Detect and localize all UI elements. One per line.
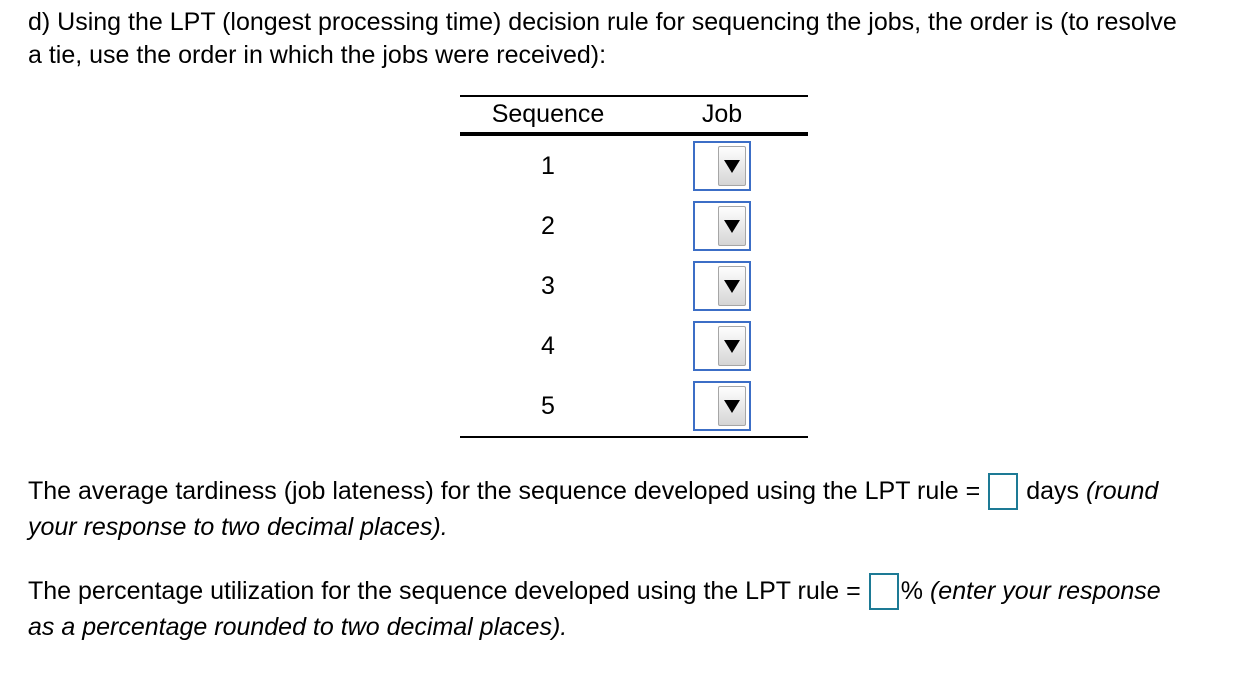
tardiness-input[interactable] [988, 472, 1019, 510]
tardiness-note-end: your response to two decimal places). [28, 513, 448, 541]
utilization-text: The percentage utilization for the seque… [28, 576, 861, 605]
table-row: 5 [460, 376, 808, 436]
job-cell-1 [636, 141, 808, 191]
header-sequence: Sequence [491, 100, 605, 128]
job-select-row-1[interactable] [693, 141, 751, 191]
job-cell-5 [636, 381, 808, 431]
utilization-unit: % [900, 576, 923, 605]
table-header-rule [460, 132, 808, 136]
caret-down-icon [724, 159, 740, 173]
tardiness-unit: days [1026, 476, 1080, 505]
table-row: 1 [460, 136, 808, 196]
utilization-note-end: as a percentage rounded to two decimal p… [28, 613, 568, 641]
question-intro: d) Using the LPT (longest processing tim… [28, 6, 1177, 72]
sequence-number-3: 3 [541, 271, 555, 300]
tardiness-note-start: (round [1086, 476, 1159, 505]
caret-down-icon [724, 219, 740, 233]
caret-down-icon [724, 279, 740, 293]
header-job: Job [701, 100, 743, 128]
sequence-number-5: 5 [541, 391, 555, 420]
select-arrow-button[interactable] [718, 386, 746, 426]
caret-down-icon [724, 339, 740, 353]
job-cell-4 [636, 321, 808, 371]
select-arrow-button[interactable] [718, 326, 746, 366]
select-arrow-button[interactable] [718, 146, 746, 186]
utilization-input[interactable] [868, 572, 899, 610]
table-bottom-rule [460, 436, 808, 438]
utilization-statement: The percentage utilization for the seque… [28, 571, 1161, 643]
tardiness-statement: The average tardiness (job lateness) for… [28, 471, 1158, 543]
table-row: 3 [460, 256, 808, 316]
sequence-number-1: 1 [541, 151, 555, 180]
question-intro-line-2: a tie, use the order in which the jobs w… [28, 41, 607, 69]
job-cell-2 [636, 201, 808, 251]
select-arrow-button[interactable] [718, 266, 746, 306]
tardiness-line-1: The average tardiness (job lateness) for… [28, 471, 1158, 511]
select-arrow-button[interactable] [718, 206, 746, 246]
caret-down-icon [724, 399, 740, 413]
sequence-number-2: 2 [541, 211, 555, 240]
table-row: 4 [460, 316, 808, 376]
job-select-row-3[interactable] [693, 261, 751, 311]
table-row: 2 [460, 196, 808, 256]
question-intro-line-1: d) Using the LPT (longest processing tim… [28, 8, 1177, 36]
utilization-line-1: The percentage utilization for the seque… [28, 571, 1161, 611]
tardiness-text: The average tardiness (job lateness) for… [28, 476, 981, 505]
job-cell-3 [636, 261, 808, 311]
job-select-row-4[interactable] [693, 321, 751, 371]
table-header-row: Sequence Job [460, 97, 808, 132]
job-select-row-5[interactable] [693, 381, 751, 431]
sequence-table: Sequence Job 1 2 [460, 95, 808, 438]
sequence-number-4: 4 [541, 331, 555, 360]
job-select-row-2[interactable] [693, 201, 751, 251]
utilization-note-start: (enter your response [929, 576, 1161, 605]
table-top-rule [460, 95, 808, 97]
